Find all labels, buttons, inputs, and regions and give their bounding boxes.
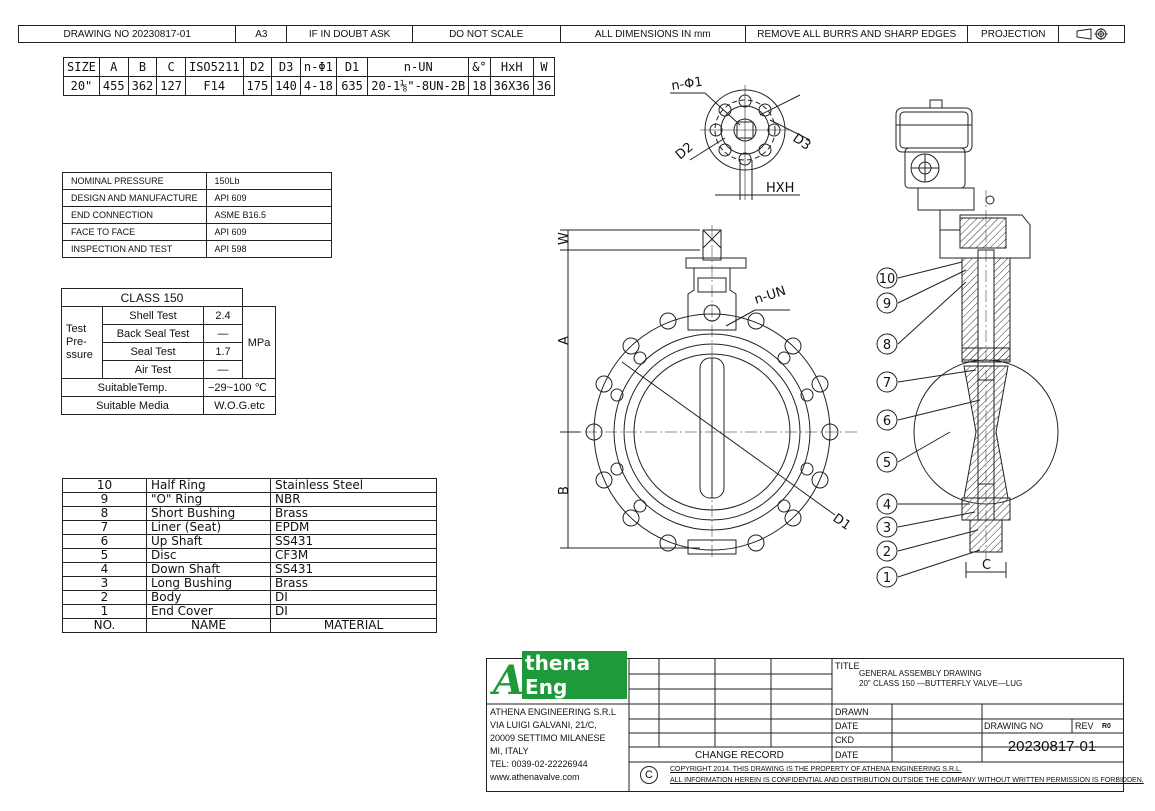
header-burrs-note: REMOVE ALL BURRS AND SHARP EDGES	[746, 26, 969, 42]
test-name: Seal Test	[102, 342, 204, 361]
dim-value-cell: 36	[532, 76, 556, 96]
balloon-number: 6	[883, 414, 891, 429]
test-pressure-table: CLASS 150 Test Pre- ssure Shell Test 2.4…	[61, 288, 276, 415]
company-phone: TEL: 0039-02-22226944	[490, 759, 588, 769]
header-projection-label: PROJECTION	[968, 26, 1060, 42]
test-value: —	[203, 324, 243, 343]
label-d1: D1	[830, 511, 854, 534]
dim-value-cell: 4-18	[299, 76, 337, 96]
label-n-un: n-UN	[753, 284, 788, 308]
header-drawing-no: DRAWING NO 20230817-01	[19, 26, 237, 42]
drawing-title-line2: 20" CLASS 150 —BUTTERFLY VALVE—LUG	[859, 679, 1023, 688]
rev-value: R0	[1102, 723, 1111, 730]
date-label-2: DATE	[835, 750, 859, 760]
side-section-view	[895, 99, 1059, 578]
balloon-number: 2	[883, 545, 891, 560]
date-label: DATE	[835, 721, 859, 731]
ckd-label: CKD	[835, 735, 855, 745]
copyright-line1: COPYRIGHT 2014. THIS DRAWING IS THE PROP…	[670, 766, 962, 773]
dim-value-cell: F14	[184, 76, 244, 96]
athena-logo: A thena Eng	[493, 651, 627, 704]
balloon-number: 10	[879, 272, 896, 287]
copyright-line2: ALL INFORMATION HEREIN IS CONFIDENTIAL A…	[670, 777, 1144, 784]
projection-symbol-icon	[1059, 26, 1124, 42]
rev-label: REV	[1075, 721, 1094, 731]
parts-header-material: MATERIAL	[270, 618, 437, 633]
change-record-label: CHANGE RECORD	[695, 750, 784, 761]
header-do-not-scale: DO NOT SCALE	[413, 26, 561, 42]
part-balloons	[876, 267, 898, 588]
top-flange-detail	[670, 85, 811, 200]
label-c: C	[982, 558, 991, 573]
dim-value-cell: 635	[335, 76, 369, 96]
test-name: Air Test	[102, 360, 204, 379]
title-block-grid	[487, 659, 1123, 791]
balloon-number: 9	[883, 297, 891, 312]
dim-value-cell: 175	[242, 76, 273, 96]
balloon-number: 3	[883, 521, 891, 536]
dim-value-cell: 18	[468, 76, 491, 96]
balloon-number: 4	[883, 498, 891, 513]
company-website: www.athenavalve.com	[490, 772, 580, 782]
address-line: MI, ITALY	[490, 746, 529, 756]
header-sheet-size: A3	[236, 26, 288, 42]
parts-header-no: NO.	[62, 618, 147, 633]
drawing-no-label: DRAWING NO	[984, 721, 1044, 731]
spec-value: API 598	[205, 240, 333, 258]
company-name: ATHENA ENGINEERING S.R.L	[490, 707, 616, 717]
label-a: A	[557, 336, 572, 345]
dim-header-cell: W	[532, 57, 556, 77]
dim-header-cell: D2	[242, 57, 273, 77]
label-n-phi1: n-Φ1	[670, 75, 703, 94]
address-line: 20009 SETTIMO MILANESE	[490, 733, 606, 743]
logo-letter: A	[493, 657, 525, 704]
address-line: VIA LUIGI GALVANI, 21/C,	[490, 720, 597, 730]
header-if-in-doubt: IF IN DOUBT ASK	[287, 26, 413, 42]
drawn-label: DRAWN	[835, 707, 869, 717]
dimension-table-values: 20" 455 362 127 F14 175 140 4-18 635 20-…	[63, 76, 556, 96]
company-address: ATHENA ENGINEERING S.R.L VIA LUIGI GALVA…	[490, 706, 616, 784]
label-hxh: HXH	[766, 181, 794, 196]
logo-text: thena Eng	[522, 651, 627, 699]
dim-value-cell: 127	[156, 76, 186, 96]
drawing-number: 20230817-01	[1007, 738, 1097, 755]
title-label: TITLE	[835, 661, 860, 671]
title-strip: DRAWING NO 20230817-01 A3 IF IN DOUBT AS…	[18, 25, 1125, 43]
label-w: W	[557, 232, 572, 245]
dim-value-cell: 20"	[63, 76, 100, 96]
label-b: B	[557, 486, 572, 495]
label-d3: D3	[790, 131, 814, 154]
dim-value-cell: 36X36	[489, 76, 534, 96]
temp-label: SuitableTemp.	[61, 378, 204, 397]
front-view	[560, 225, 860, 560]
part-name: "O" Ring	[146, 492, 271, 507]
title-block: A thena Eng ATHENA ENGINEERING S.R.L VIA…	[486, 651, 1144, 792]
balloon-number: 5	[883, 456, 891, 471]
dimension-table: SIZE A B C ISO5211 D2 D3 n-Φ1 D1 n-UN &°…	[63, 57, 556, 96]
copyright-icon: C	[640, 766, 658, 784]
dim-header-cell: ISO5211	[184, 57, 244, 77]
drawing-title-line1: GENERAL ASSEMBLY DRAWING	[859, 669, 982, 678]
media-value: W.O.G.etc	[203, 396, 276, 415]
balloon-number: 1	[883, 571, 891, 586]
media-label: Suitable Media	[61, 396, 204, 415]
label-d2: D2	[673, 140, 697, 163]
balloon-number: 7	[883, 376, 891, 391]
balloon-number: 8	[883, 338, 891, 353]
header-dimensions-note: ALL DIMENSIONS IN mm	[561, 26, 747, 42]
dim-value-cell: 20-1⅛"-8UN-2B	[367, 76, 470, 96]
dim-header-cell: &°	[468, 57, 491, 77]
test-name: Back Seal Test	[102, 324, 204, 343]
test-unit: MPa	[242, 306, 276, 379]
